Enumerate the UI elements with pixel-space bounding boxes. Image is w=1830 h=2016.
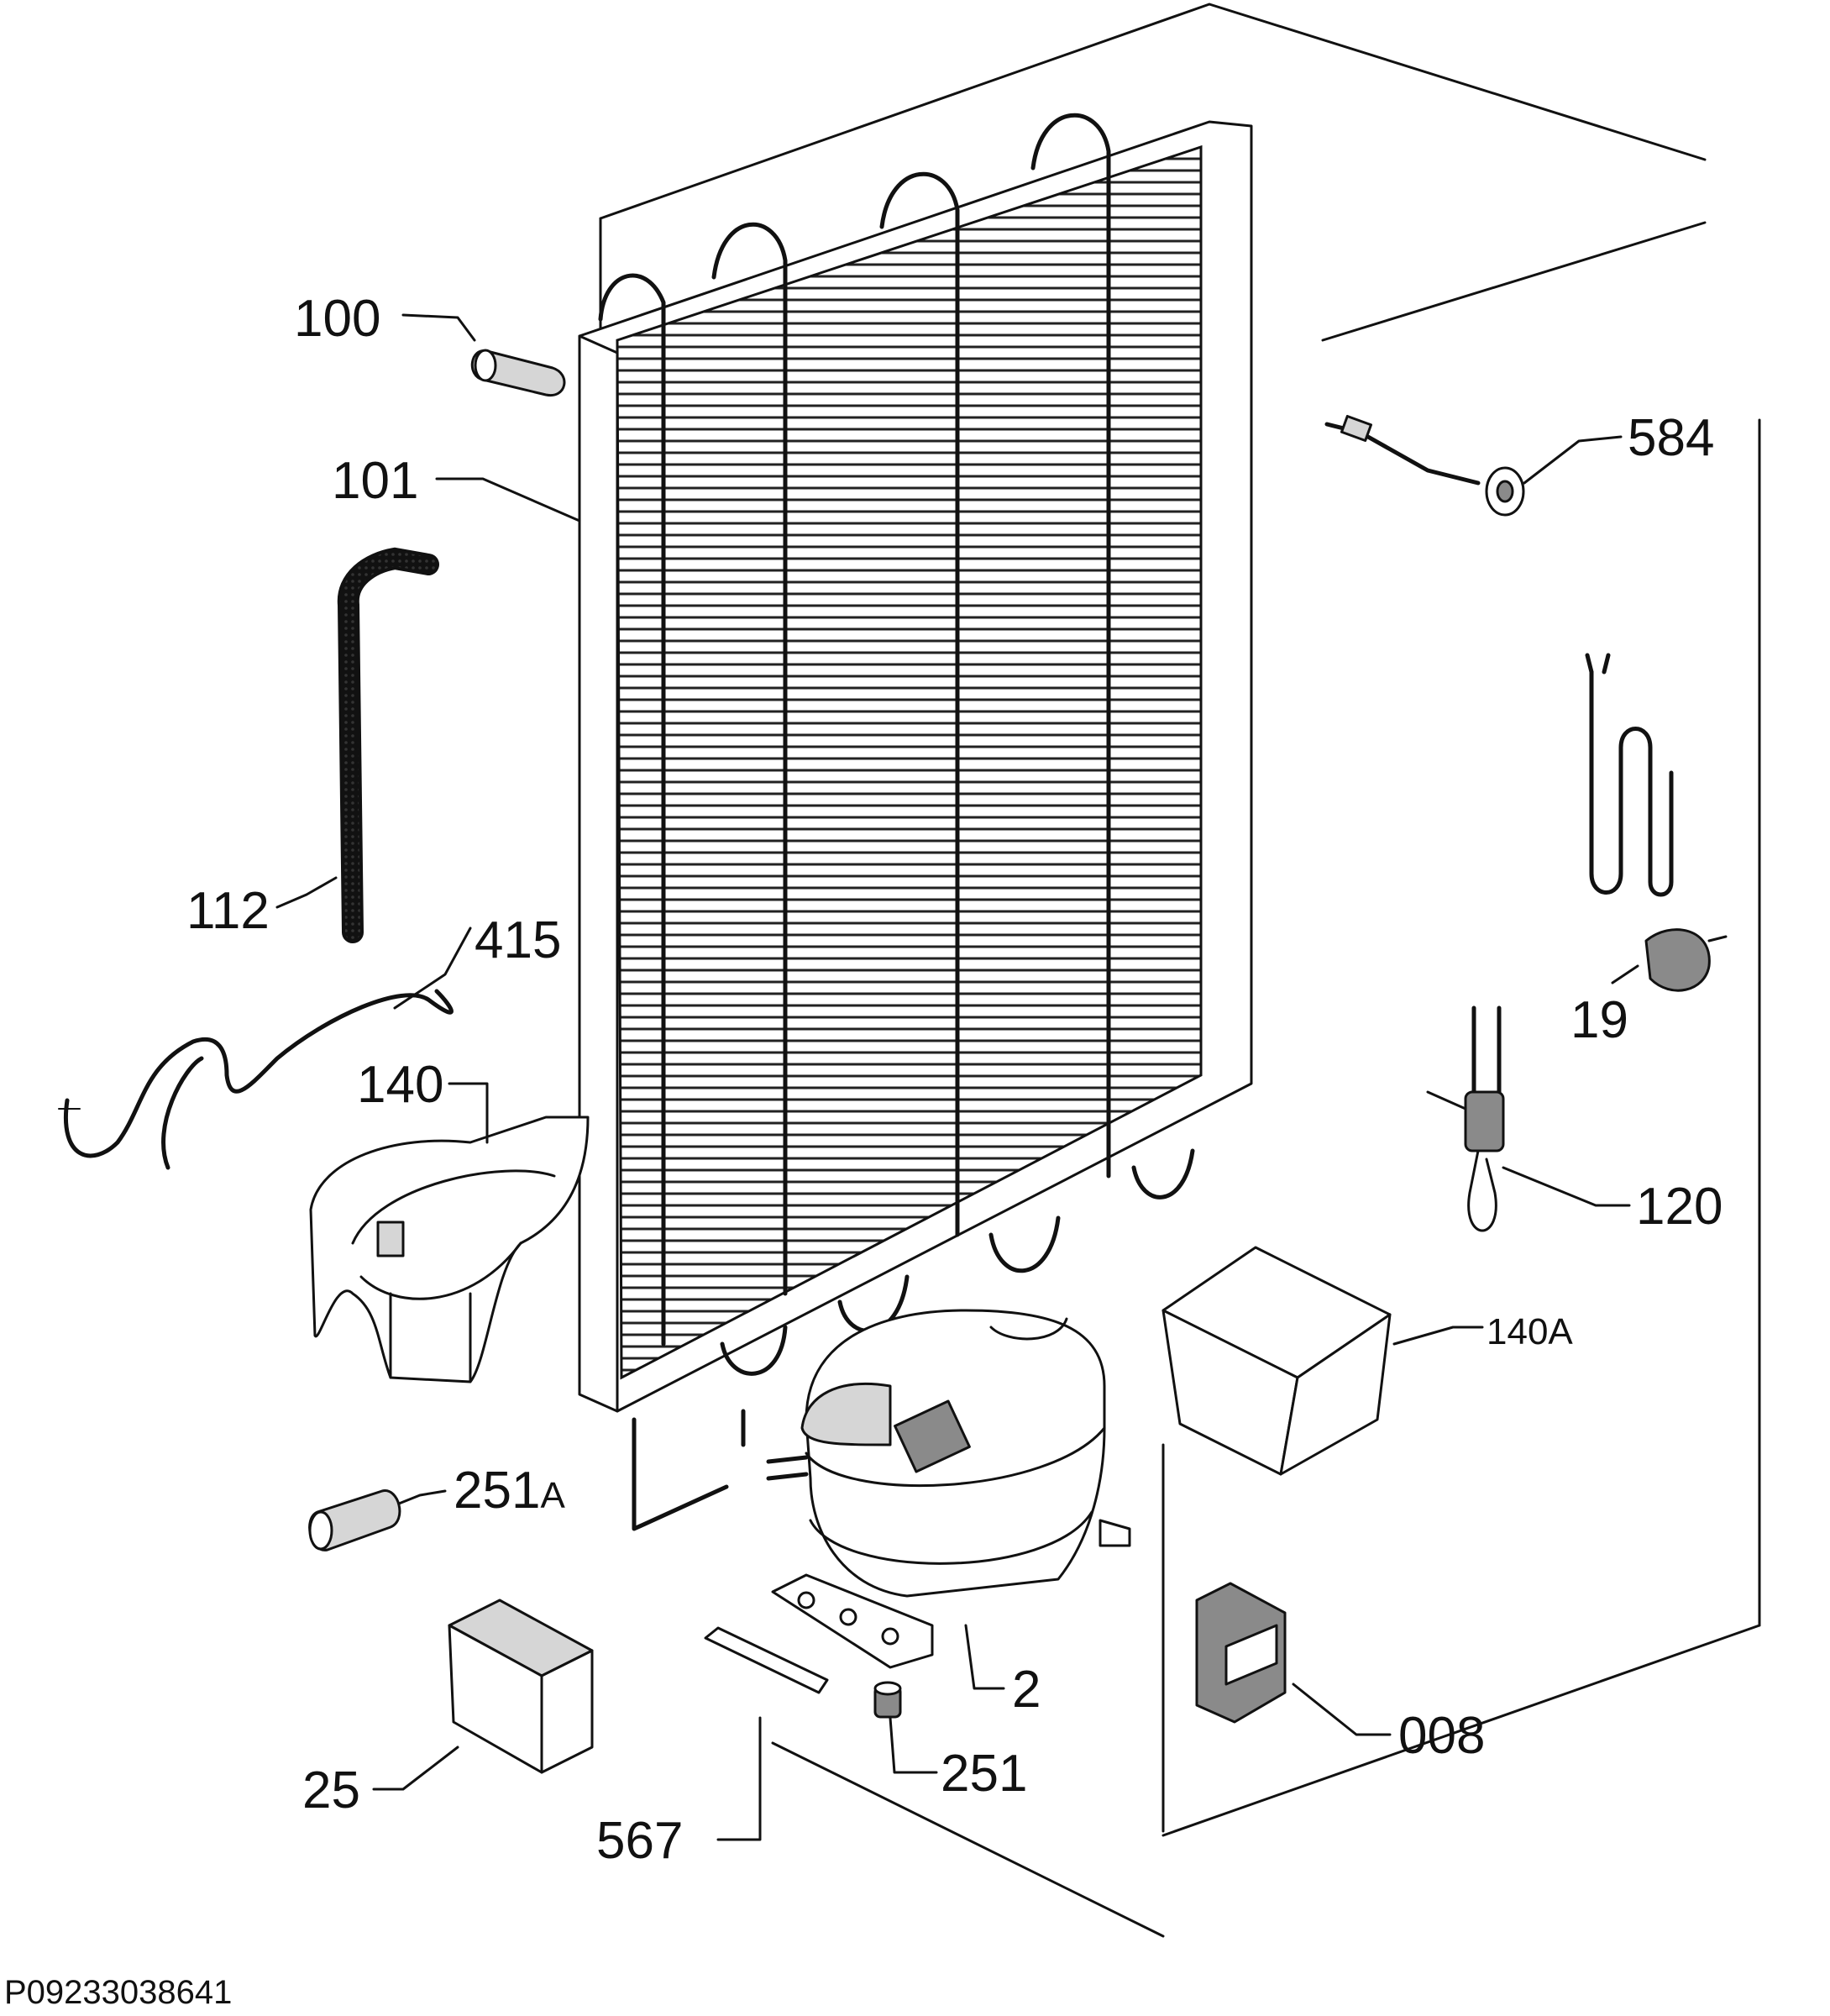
label-008: 008 — [1398, 1707, 1485, 1765]
label-25: 25 — [302, 1761, 360, 1819]
label-140a: 140A — [1487, 1311, 1573, 1352]
label-140a-suffix: A — [1548, 1311, 1573, 1352]
label-584: 584 — [1628, 409, 1714, 467]
relay-box-25[interactable] — [448, 1599, 594, 1774]
label-2: 2 — [1012, 1661, 1041, 1719]
label-251a-suffix: A — [540, 1475, 565, 1516]
label-140: 140 — [357, 1056, 443, 1114]
label-100: 100 — [294, 290, 380, 348]
label-251: 251 — [941, 1745, 1027, 1803]
label-140a-number: 140 — [1487, 1311, 1548, 1352]
part-labels: 100 101 112 415 140 251A 25 567 251 2 00… — [186, 290, 1723, 1870]
drawing-code: P09233038641 — [4, 1974, 232, 2011]
capillary-wire-415[interactable] — [58, 989, 454, 1170]
label-120: 120 — [1636, 1178, 1723, 1236]
cover-box-140a[interactable] — [1161, 1246, 1392, 1476]
drier-tube-100[interactable] — [470, 349, 566, 396]
label-251a: 251A — [454, 1462, 565, 1520]
label-415: 415 — [475, 911, 561, 969]
terminal-block-008[interactable] — [1195, 1582, 1287, 1724]
label-567: 567 — [596, 1812, 683, 1870]
label-101: 101 — [332, 452, 418, 510]
condenser-101[interactable] — [578, 113, 1253, 1531]
leader-lines — [275, 313, 1639, 1841]
mounting-strip-567[interactable] — [704, 1626, 829, 1694]
rubber-foot-251[interactable] — [873, 1681, 902, 1719]
grommet-251a[interactable] — [308, 1489, 401, 1551]
label-112: 112 — [186, 882, 270, 940]
label-19: 19 — [1570, 991, 1628, 1049]
label-251a-number: 251 — [454, 1462, 540, 1520]
compressor-2[interactable] — [766, 1309, 1131, 1669]
power-cord-19[interactable] — [1585, 653, 1728, 992]
thermostat-sensor-120[interactable] — [1426, 1005, 1505, 1232]
drip-tray-140[interactable] — [309, 1116, 590, 1383]
lamp-holder-584[interactable] — [1324, 414, 1525, 517]
drain-hose-112[interactable] — [337, 547, 439, 943]
